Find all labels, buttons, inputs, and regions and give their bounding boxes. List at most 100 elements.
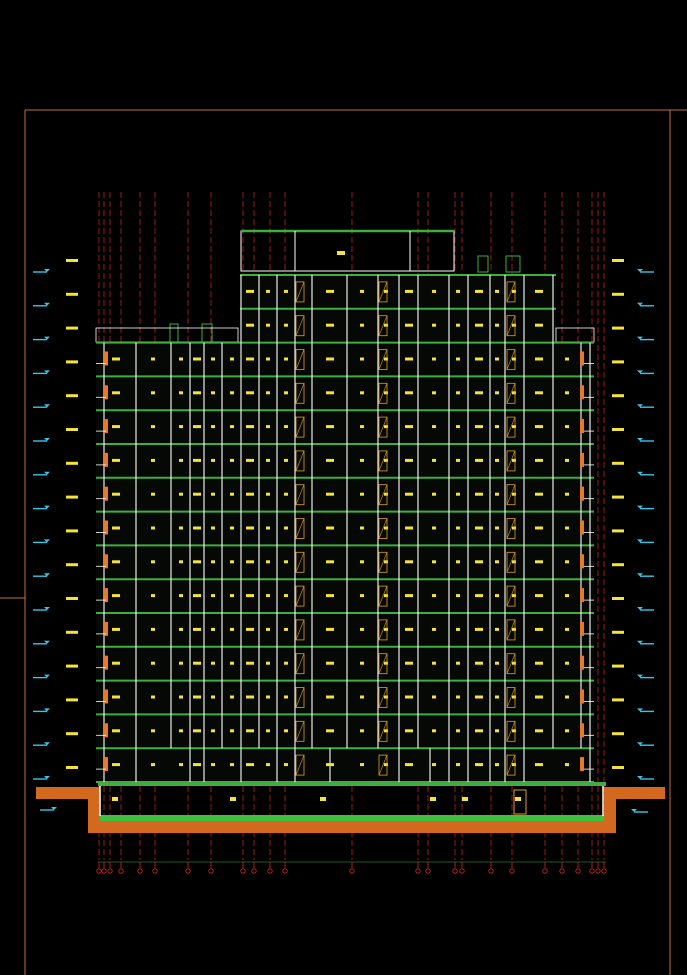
door-symbol — [378, 551, 388, 573]
window-mark — [246, 458, 254, 462]
window-mark — [456, 391, 460, 395]
window-mark — [246, 729, 254, 733]
window-mark — [193, 458, 201, 462]
window-mark — [535, 729, 543, 733]
door-swing — [295, 416, 305, 438]
grid-axis-icon — [459, 862, 465, 874]
door-swing — [378, 383, 388, 404]
window-mark — [512, 289, 516, 293]
axis-bubble — [208, 868, 214, 874]
balcony-edge-right — [580, 486, 584, 501]
window-mark — [384, 695, 388, 699]
level-tag-left — [66, 630, 78, 634]
basement-foundation — [88, 787, 616, 833]
window-mark — [230, 560, 234, 564]
window-mark — [456, 729, 460, 733]
elevation-marker-icon — [637, 505, 654, 510]
window-mark — [405, 458, 413, 462]
level-tag-left — [66, 766, 78, 769]
window-mark — [230, 729, 234, 733]
door-symbol — [378, 281, 388, 303]
window-mark — [112, 492, 120, 496]
window-mark — [495, 391, 499, 395]
window-mark — [432, 695, 436, 699]
level-tag-right — [612, 597, 624, 600]
window-mark — [384, 391, 388, 395]
window-mark — [360, 323, 364, 327]
door-symbol — [506, 484, 516, 506]
marker-triangle — [44, 776, 50, 779]
window-mark — [495, 492, 499, 496]
door-swing — [506, 552, 516, 573]
marker-triangle — [44, 674, 50, 678]
balcony-edge-right — [580, 723, 584, 738]
marker-triangle — [637, 573, 643, 577]
window-mark — [360, 458, 364, 462]
window-mark — [284, 763, 288, 767]
window-mark — [211, 695, 215, 699]
window-mark — [475, 289, 483, 293]
door-symbol — [506, 518, 516, 539]
door-symbol — [506, 450, 516, 472]
window-mark — [246, 289, 254, 293]
door-swing — [378, 552, 388, 573]
door-swing — [295, 518, 305, 539]
axis-bubble — [601, 868, 607, 874]
window-mark — [495, 594, 499, 598]
window-mark — [151, 357, 155, 361]
grid-axis-icon — [542, 862, 548, 874]
window-mark — [112, 627, 120, 631]
window-mark — [326, 763, 334, 767]
level-tag-right — [612, 630, 624, 634]
door-symbol — [378, 720, 388, 742]
window-mark — [266, 560, 270, 564]
window-mark — [405, 391, 413, 395]
window-mark — [495, 526, 499, 530]
window-mark — [326, 492, 334, 496]
window-mark — [565, 458, 569, 462]
window-mark — [535, 289, 543, 293]
door-symbol — [295, 281, 305, 303]
door-swing — [378, 619, 388, 641]
window-mark — [151, 661, 155, 665]
window-mark — [495, 627, 499, 631]
door-swing — [506, 653, 516, 674]
door-swing — [295, 687, 305, 708]
level-tag-right — [612, 529, 624, 533]
window-mark — [326, 661, 334, 665]
window-mark — [151, 594, 155, 598]
grid-axis-icon — [251, 862, 257, 874]
window-mark — [360, 391, 364, 395]
marker-triangle — [637, 438, 643, 441]
window-mark — [456, 560, 460, 564]
window-mark — [211, 661, 215, 665]
window-mark — [266, 323, 270, 327]
roof-box — [477, 255, 489, 273]
window-mark — [284, 391, 288, 395]
window-mark — [432, 526, 436, 530]
balcony-edge-right — [580, 689, 584, 704]
window-mark — [565, 695, 569, 699]
window-mark — [266, 695, 270, 699]
door-symbol — [378, 450, 388, 472]
window-mark — [405, 695, 413, 699]
window-mark — [230, 695, 234, 699]
window-mark — [475, 661, 483, 665]
door-symbol — [506, 754, 516, 776]
door-symbol — [295, 687, 305, 708]
door-symbol — [378, 585, 388, 607]
window-mark — [384, 729, 388, 733]
axis-bubble — [152, 868, 158, 874]
drawing-frame — [0, 109, 687, 975]
balcony-edge-left — [104, 452, 108, 467]
window-mark — [456, 289, 460, 293]
level-tag-right — [612, 394, 624, 398]
elevation-marker-icon — [637, 404, 654, 408]
window-mark — [535, 560, 543, 564]
window-mark — [326, 458, 334, 462]
window-mark — [326, 594, 334, 598]
marker-triangle — [44, 539, 50, 543]
axis-bubble — [415, 868, 421, 874]
window-mark — [512, 357, 516, 361]
